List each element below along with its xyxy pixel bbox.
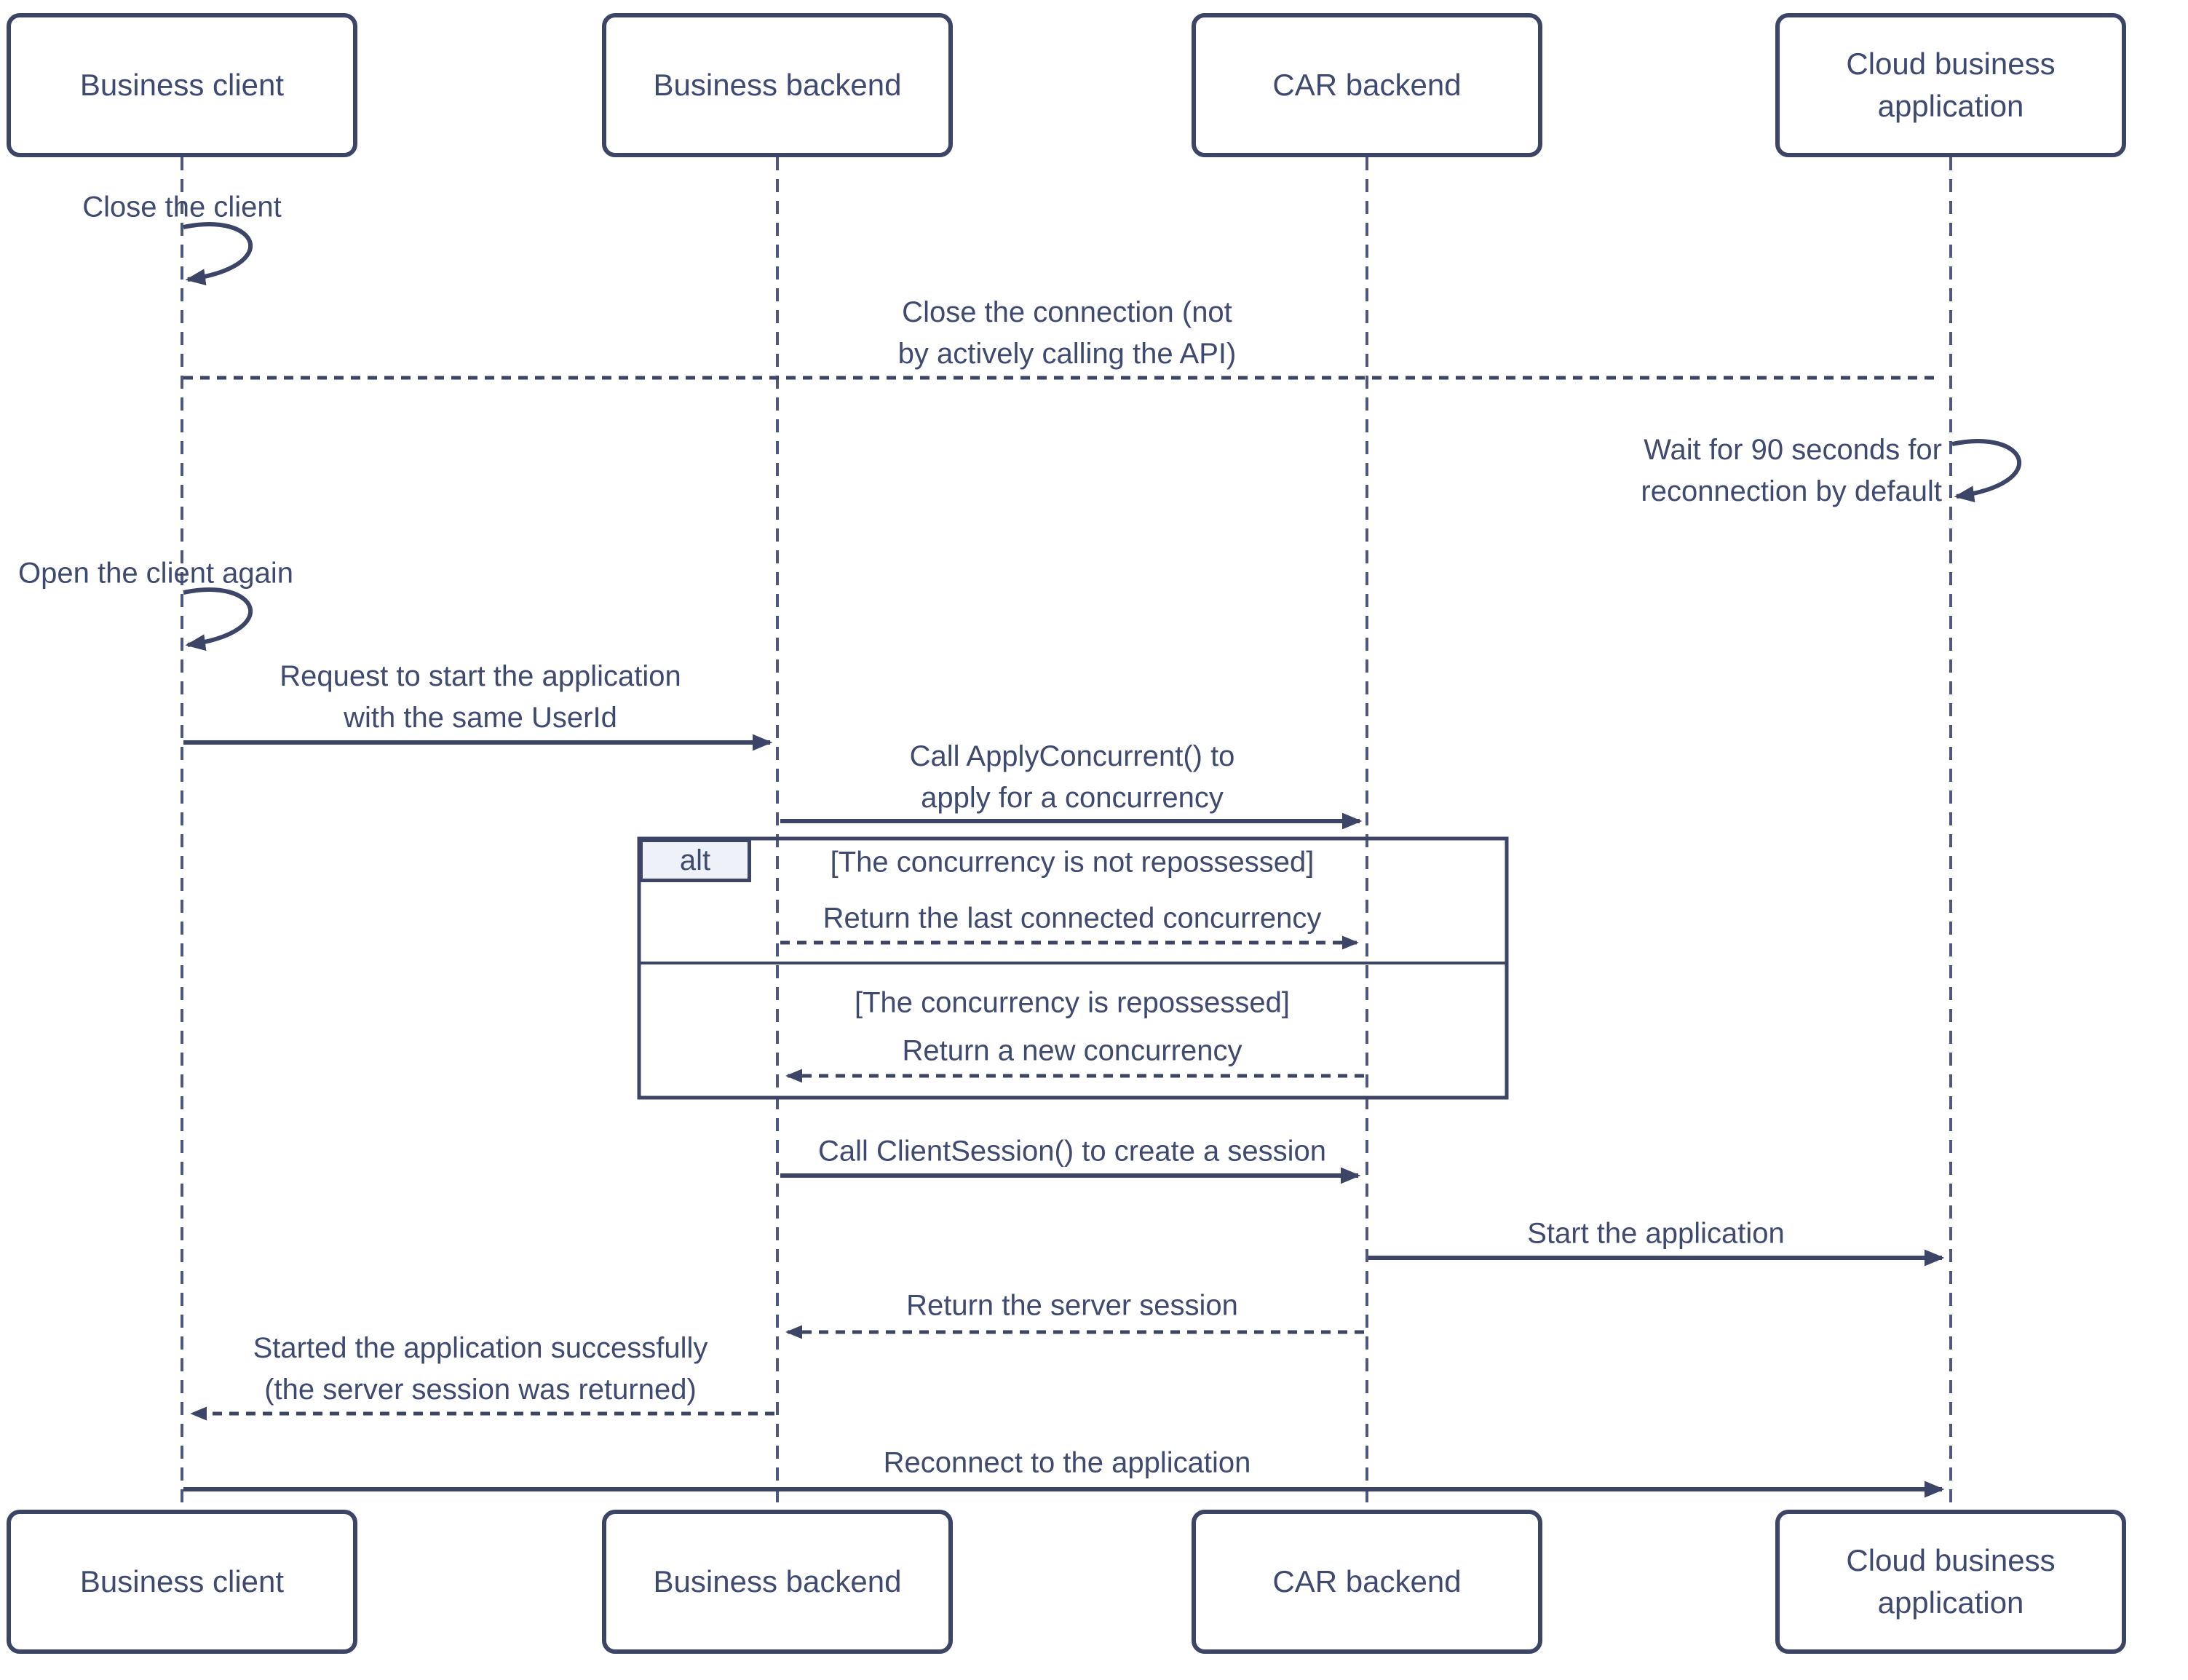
message-label-line: apply for a concurrency — [921, 782, 1224, 814]
message-label-started-successfully: Started the application successfully (th… — [253, 1328, 708, 1411]
participant-bottom-business-client: Business client — [7, 1510, 357, 1654]
alt-operator-tag: alt — [639, 839, 751, 882]
message-label-line: Wait for 90 seconds for — [1644, 434, 1942, 466]
alt-operator-label: alt — [679, 844, 711, 876]
participant-top-cloud-business-application: Cloud business application — [1775, 13, 2126, 157]
self-loop-wait-reconnect — [1951, 439, 2022, 503]
message-label-request-start: Request to start the application with th… — [280, 656, 681, 739]
participant-top-business-client: Business client — [7, 13, 357, 157]
message-label-line: (the server session was returned) — [264, 1374, 697, 1406]
message-label-line: Close the connection (not — [902, 296, 1232, 328]
message-label-line: Started the application successfully — [253, 1332, 708, 1364]
message-label-client-session: Call ClientSession() to create a session — [817, 1135, 1327, 1168]
participant-bottom-cloud-business-application: Cloud business application — [1775, 1510, 2126, 1654]
participant-label: Business client — [79, 68, 285, 102]
message-label-return-server-session: Return the server session — [906, 1289, 1238, 1322]
alt-guard-repossessed: [The concurrency is repossessed] — [854, 986, 1291, 1019]
participant-bottom-car-backend: CAR backend — [1192, 1510, 1542, 1654]
message-label-reconnect: Reconnect to the application — [883, 1446, 1251, 1479]
alt-fragment-frame — [637, 836, 1509, 1100]
message-label-line: reconnection by default — [1641, 475, 1942, 507]
participant-label: Cloud business application — [1846, 47, 2056, 123]
message-label-start-application: Start the application — [1527, 1217, 1785, 1250]
participant-label: Business client — [79, 1564, 285, 1598]
participant-top-car-backend: CAR backend — [1192, 13, 1542, 157]
message-label-close-client: Close the client — [82, 191, 282, 223]
message-label-line: Call ApplyConcurrent() to — [909, 740, 1235, 772]
message-label-line: Request to start the application — [280, 660, 681, 692]
alt-guard-not-repossessed: [The concurrency is not repossessed] — [830, 846, 1315, 879]
participant-label: Cloud business application — [1846, 1543, 2056, 1620]
participant-top-business-backend: Business backend — [602, 13, 953, 157]
self-loop-open-client — [183, 587, 253, 651]
participant-bottom-business-backend: Business backend — [602, 1510, 953, 1654]
message-label-return-last-concurrency: Return the last connected concurrency — [823, 902, 1322, 935]
self-loop-close-client — [183, 222, 253, 286]
participant-label: Business backend — [653, 68, 902, 102]
message-label-wait-reconnect: Wait for 90 seconds for reconnection by … — [1641, 429, 1942, 512]
participant-label: CAR backend — [1272, 68, 1462, 102]
participant-label: Business backend — [653, 1564, 902, 1598]
message-label-line: with the same UserId — [344, 702, 617, 734]
message-label-close-connection: Close the connection (not by actively ca… — [898, 292, 1237, 375]
message-label-return-new-concurrency: Return a new concurrency — [902, 1034, 1242, 1067]
participant-label: CAR backend — [1272, 1564, 1462, 1598]
message-label-line: by actively calling the API) — [897, 338, 1237, 370]
message-label-open-client: Open the client again — [18, 557, 294, 590]
message-label-apply-concurrent: Call ApplyConcurrent() to apply for a co… — [910, 736, 1235, 819]
